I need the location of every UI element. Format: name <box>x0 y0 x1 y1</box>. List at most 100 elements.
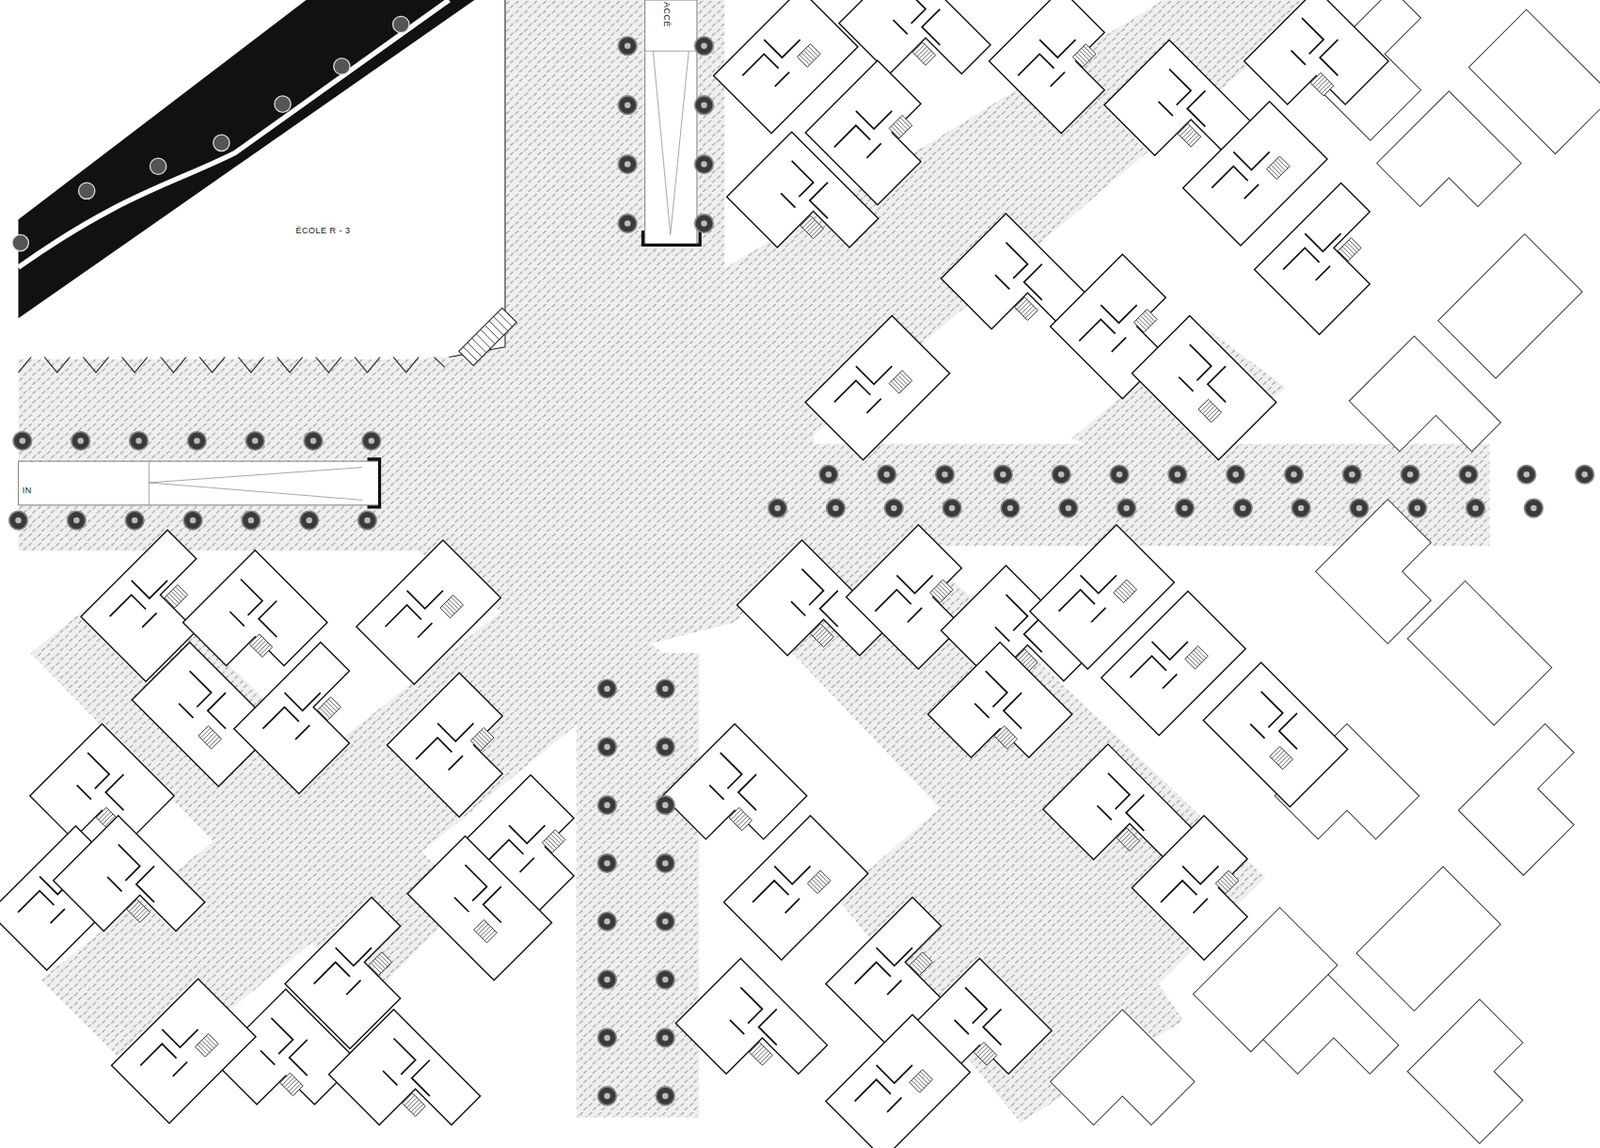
tree <box>1408 498 1427 518</box>
walkway-lines <box>148 460 363 506</box>
tree <box>656 969 676 989</box>
tree-center <box>1530 505 1537 512</box>
tree-center <box>15 517 22 524</box>
building <box>1407 998 1552 1143</box>
tree <box>129 431 149 451</box>
tree <box>695 95 714 115</box>
tree <box>877 465 897 485</box>
tree-center <box>883 471 890 478</box>
tree <box>1109 465 1129 485</box>
tree-center <box>1523 471 1531 478</box>
walkway <box>645 0 698 245</box>
building <box>1407 580 1552 725</box>
building <box>805 315 950 460</box>
school-plot <box>18 0 506 358</box>
tree-center <box>368 437 376 444</box>
building <box>386 672 531 817</box>
tree-center <box>252 437 259 444</box>
tree <box>598 969 618 989</box>
tree-center <box>825 471 833 478</box>
building <box>723 815 868 960</box>
building <box>213 988 358 1133</box>
building <box>1468 9 1600 154</box>
tree-center <box>364 517 371 524</box>
tree-center <box>1465 471 1473 478</box>
tree-center <box>662 918 669 925</box>
tree-center <box>603 744 611 751</box>
tree <box>125 510 144 530</box>
tree <box>1168 465 1188 485</box>
tree-center <box>1007 505 1014 512</box>
building <box>1356 866 1501 1011</box>
building <box>1438 234 1583 379</box>
tree-center <box>1181 505 1189 512</box>
tree-center <box>131 517 139 524</box>
tree-center <box>700 220 708 227</box>
tree-center <box>1581 471 1588 478</box>
tree-center <box>1174 471 1182 478</box>
tree-center <box>1407 471 1414 478</box>
tree-center <box>248 517 255 524</box>
tree <box>935 465 955 485</box>
tree <box>1349 498 1369 518</box>
tree <box>245 431 265 451</box>
tree-center <box>662 744 669 751</box>
tree-center <box>1414 505 1422 512</box>
tree <box>617 155 637 175</box>
tree-center <box>603 801 611 808</box>
tree-center <box>662 859 669 867</box>
building <box>675 958 827 1110</box>
tree <box>885 498 904 518</box>
plan-label: ÉCOLE R - 3 <box>296 225 356 236</box>
tree <box>656 795 676 815</box>
road-tree <box>393 15 410 32</box>
road-tree <box>213 134 230 151</box>
tree <box>994 465 1014 485</box>
tree <box>1575 465 1595 485</box>
tree <box>358 510 378 530</box>
tree <box>617 214 637 234</box>
tree <box>617 36 637 56</box>
tree-center <box>1065 505 1073 512</box>
tree <box>826 498 846 518</box>
walkway-end <box>367 459 381 507</box>
building <box>407 835 552 980</box>
tree-center <box>890 505 898 512</box>
tree <box>1226 465 1246 485</box>
tree-center <box>603 1092 611 1099</box>
building <box>234 641 386 793</box>
tree-center <box>603 976 611 983</box>
tree <box>695 214 714 234</box>
tree-center <box>603 685 611 693</box>
tree-center <box>603 859 611 867</box>
road-tree <box>149 158 166 175</box>
tree-center <box>662 1034 669 1042</box>
tree-center <box>624 101 632 109</box>
tree-center <box>1290 471 1298 478</box>
paving <box>18 0 1490 1123</box>
tree <box>598 1028 618 1047</box>
tree <box>1051 465 1071 485</box>
tree <box>598 679 618 698</box>
road-tree <box>12 234 29 251</box>
building <box>805 60 950 205</box>
tree <box>695 155 714 175</box>
tree <box>1517 465 1537 485</box>
tree <box>617 95 637 115</box>
tree <box>1524 498 1544 518</box>
building <box>1050 1009 1195 1148</box>
tree <box>1117 498 1137 518</box>
tree <box>656 1028 676 1047</box>
tree <box>303 431 323 451</box>
tree <box>598 795 618 815</box>
tree-center <box>1116 471 1124 478</box>
tree <box>598 854 618 873</box>
tree <box>1458 465 1478 485</box>
tree <box>362 431 381 451</box>
tree-center <box>1298 505 1305 512</box>
tree-center <box>19 437 27 444</box>
tree <box>598 911 618 931</box>
road <box>18 0 476 318</box>
